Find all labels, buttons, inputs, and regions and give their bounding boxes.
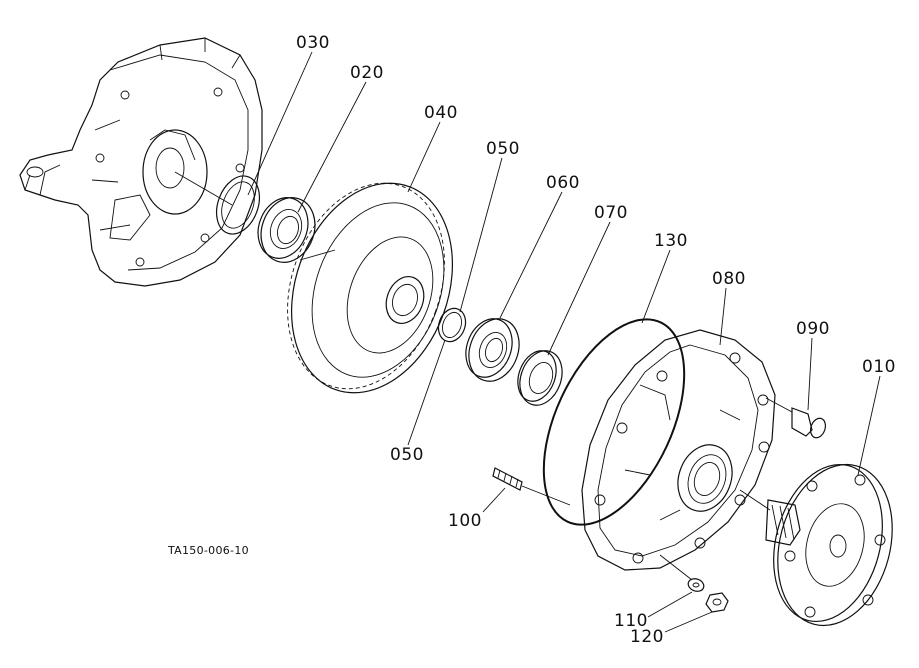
label-060: 060 <box>546 173 580 193</box>
part-130-o-ring <box>542 318 686 526</box>
axle-housing <box>19 37 263 287</box>
label-130: 130 <box>654 231 688 251</box>
label-110: 110 <box>614 611 648 631</box>
part-040-final-gear <box>287 182 454 394</box>
part-030-oil-seal <box>215 175 261 235</box>
part-060-ball-bearing <box>465 318 520 382</box>
part-020-ball-bearing <box>257 197 316 263</box>
label-120: 120 <box>630 627 664 647</box>
label-020: 020 <box>350 63 384 83</box>
label-080: 080 <box>712 269 746 289</box>
part-100-stud <box>492 467 571 506</box>
part-120-nut <box>705 592 729 613</box>
part-110-spring-washer <box>687 578 705 592</box>
part-080-case-cover <box>581 329 776 571</box>
part-050-snap-ring <box>437 307 467 343</box>
label-090: 090 <box>796 319 830 339</box>
label-050-top: 050 <box>486 139 520 159</box>
part-010-axle-flange <box>739 463 893 627</box>
diagram-code: TA150-006-10 <box>167 544 249 557</box>
label-030: 030 <box>296 33 330 53</box>
label-010: 010 <box>862 357 896 377</box>
label-050-bottom: 050 <box>390 445 424 465</box>
part-070-oil-seal <box>517 350 563 406</box>
leader-lines <box>247 51 881 633</box>
part-090-bolt <box>765 397 827 439</box>
label-070: 070 <box>594 203 628 223</box>
label-040: 040 <box>424 103 458 123</box>
label-100: 100 <box>448 511 482 531</box>
